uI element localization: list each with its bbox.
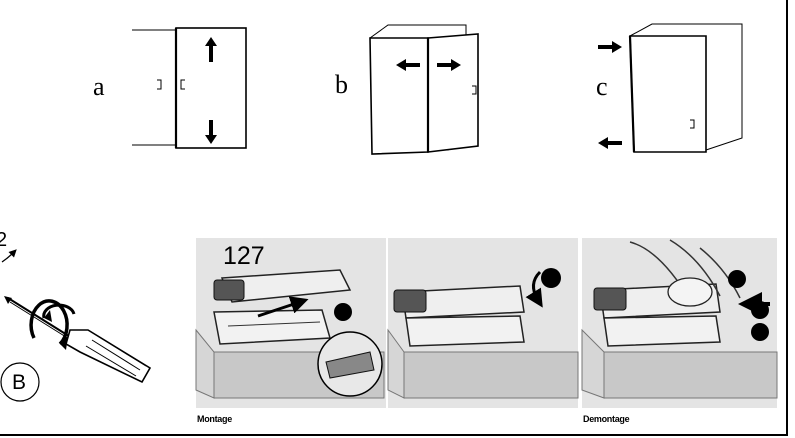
label-b: b (335, 70, 348, 99)
arrow-down-icon (205, 120, 217, 144)
photo-panel-2 (387, 238, 579, 408)
arrow-right-icon (437, 59, 461, 71)
figure-number: 127 (223, 242, 265, 270)
figure-a-door-diagram (132, 27, 247, 149)
figure-b-cabinet-diagram (369, 24, 479, 155)
screwdriver-figure (0, 249, 152, 402)
circle-label-b: B (12, 371, 27, 394)
arrow-left-icon (598, 137, 622, 149)
photo-panel-3 (581, 238, 778, 408)
rotation-arrow-icon (29, 299, 76, 350)
arrow-up-icon (205, 37, 217, 62)
partial-label: 2 (0, 229, 8, 251)
arrow-left-icon (396, 59, 420, 71)
photo-panel-1 (195, 238, 386, 408)
screwdriver-icon (4, 296, 152, 384)
caption-montage: Montage (197, 414, 232, 424)
label-a: a (93, 72, 105, 101)
label-c: c (596, 72, 608, 101)
caption-demontage: Demontage (583, 414, 630, 424)
figure-c-cabinet-diagram (598, 23, 743, 153)
arrow-right-icon (598, 41, 622, 53)
label-b-circle (0, 362, 40, 402)
